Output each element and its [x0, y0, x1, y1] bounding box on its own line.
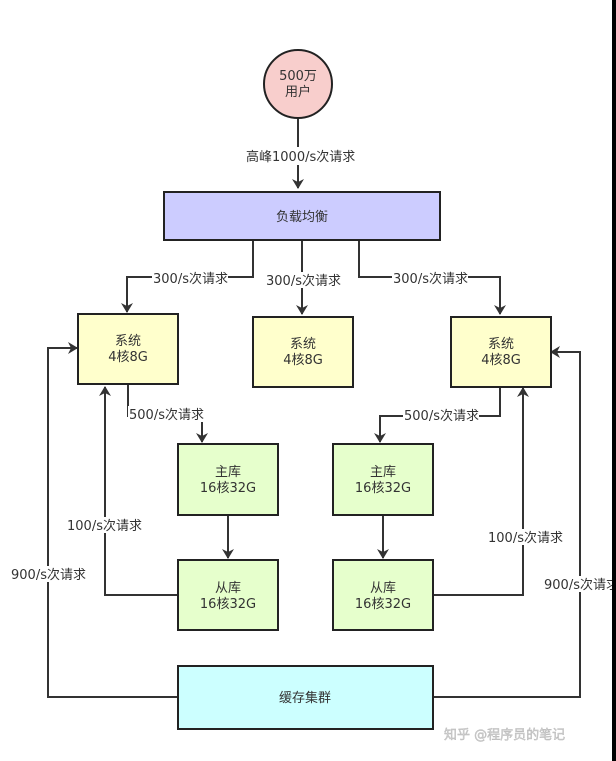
system-right-line1: 系统 — [488, 337, 514, 352]
system-right-line2: 4核8G — [481, 353, 521, 368]
edge-label-lb-to-right: 300/s次请求 — [393, 271, 468, 287]
right-edge-strip — [612, 0, 616, 761]
edge-label-peak-requests: 高峰1000/s次请求 — [246, 149, 355, 165]
edge-cache-to-system-right — [433, 346, 581, 698]
master-db-left-line2: 16核32G — [200, 481, 256, 496]
edge-label-slave-right-to-system: 100/s次请求 — [488, 530, 563, 546]
node-system-left: 系统 4核8G — [77, 313, 179, 385]
watermark: 知乎 @程序员的笔记 — [444, 727, 565, 743]
slave-db-left-line2: 16核32G — [200, 597, 256, 612]
edge-cache-to-system-left — [47, 342, 178, 698]
node-master-db-left: 主库 16核32G — [177, 443, 279, 516]
edge-label-lb-to-left: 300/s次请求 — [153, 271, 228, 287]
edge-slave-left-to-system-left — [99, 386, 178, 596]
edge-label-cache-to-right: 900/s次请求 — [544, 577, 616, 593]
edge-label-cache-to-left: 900/s次请求 — [11, 567, 86, 583]
slave-db-right-line1: 从库 — [370, 580, 396, 596]
slave-db-right-line2: 16核32G — [355, 597, 411, 612]
master-db-right-line1: 主库 — [370, 464, 396, 480]
node-slave-db-right: 从库 16核32G — [332, 559, 434, 631]
system-left-line2: 4核8G — [108, 350, 148, 365]
load-balancer-label: 负载均衡 — [276, 210, 328, 225]
node-system-middle: 系统 4核8G — [252, 316, 354, 388]
slave-db-left-line1: 从库 — [215, 580, 241, 596]
node-users: 500万 用户 — [263, 49, 333, 119]
users-line2: 用户 — [285, 84, 311, 100]
node-cache-cluster: 缓存集群 — [177, 665, 434, 730]
edge-label-slave-left-to-system: 100/s次请求 — [67, 518, 142, 534]
edge-label-right-to-master: 500/s次请求 — [404, 408, 479, 424]
node-master-db-right: 主库 16核32G — [332, 443, 434, 516]
users-line1: 500万 — [279, 69, 317, 84]
master-db-right-line2: 16核32G — [355, 481, 411, 496]
node-system-right: 系统 4核8G — [450, 316, 552, 388]
node-load-balancer: 负载均衡 — [163, 191, 441, 241]
master-db-left-line1: 主库 — [215, 464, 241, 480]
system-left-line1: 系统 — [115, 334, 141, 349]
system-middle-line1: 系统 — [290, 337, 316, 352]
edge-label-left-to-master: 500/s次请求 — [129, 407, 204, 423]
edge-label-lb-to-middle: 300/s次请求 — [266, 273, 341, 289]
cache-cluster-label: 缓存集群 — [279, 690, 331, 706]
node-slave-db-left: 从库 16核32G — [177, 559, 279, 631]
system-middle-line2: 4核8G — [283, 353, 323, 368]
edge-slave-right-to-system-right — [433, 387, 529, 596]
